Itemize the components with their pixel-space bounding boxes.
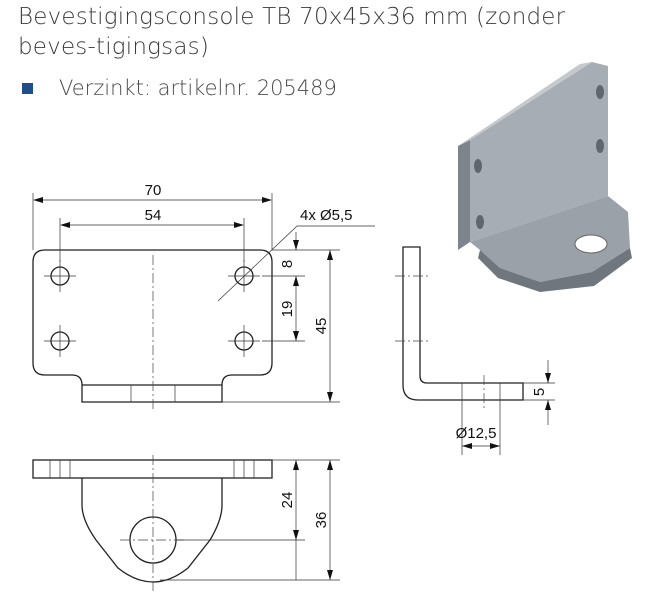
dim-eye-hole: Ø12,5 bbox=[456, 425, 497, 442]
dim-24: 24 bbox=[279, 492, 296, 509]
bottom-view: 24 36 bbox=[32, 455, 340, 592]
product-title: Bevestigingsconsole TB 70x45x36 mm (zond… bbox=[18, 4, 566, 60]
dim-70: 70 bbox=[145, 182, 162, 199]
front-view: 70 54 4x Ø5,5 8 19 45 bbox=[32, 182, 375, 410]
dim-54: 54 bbox=[145, 207, 162, 224]
bracket-3d-render bbox=[458, 62, 632, 292]
side-view: 5 Ø12,5 bbox=[395, 246, 555, 455]
dim-19: 19 bbox=[279, 301, 296, 318]
hole-callout: 4x Ø5,5 bbox=[300, 207, 353, 224]
dim-45: 45 bbox=[313, 318, 330, 335]
article-text: Verzinkt: artikelnr. 205489 bbox=[59, 76, 337, 100]
article-line: Verzinkt: artikelnr. 205489 bbox=[22, 76, 337, 100]
dim-36: 36 bbox=[313, 512, 330, 529]
dim-5: 5 bbox=[531, 388, 548, 396]
bullet-square-icon bbox=[22, 82, 33, 94]
mounting-holes bbox=[44, 260, 260, 357]
dim-8: 8 bbox=[279, 260, 296, 268]
